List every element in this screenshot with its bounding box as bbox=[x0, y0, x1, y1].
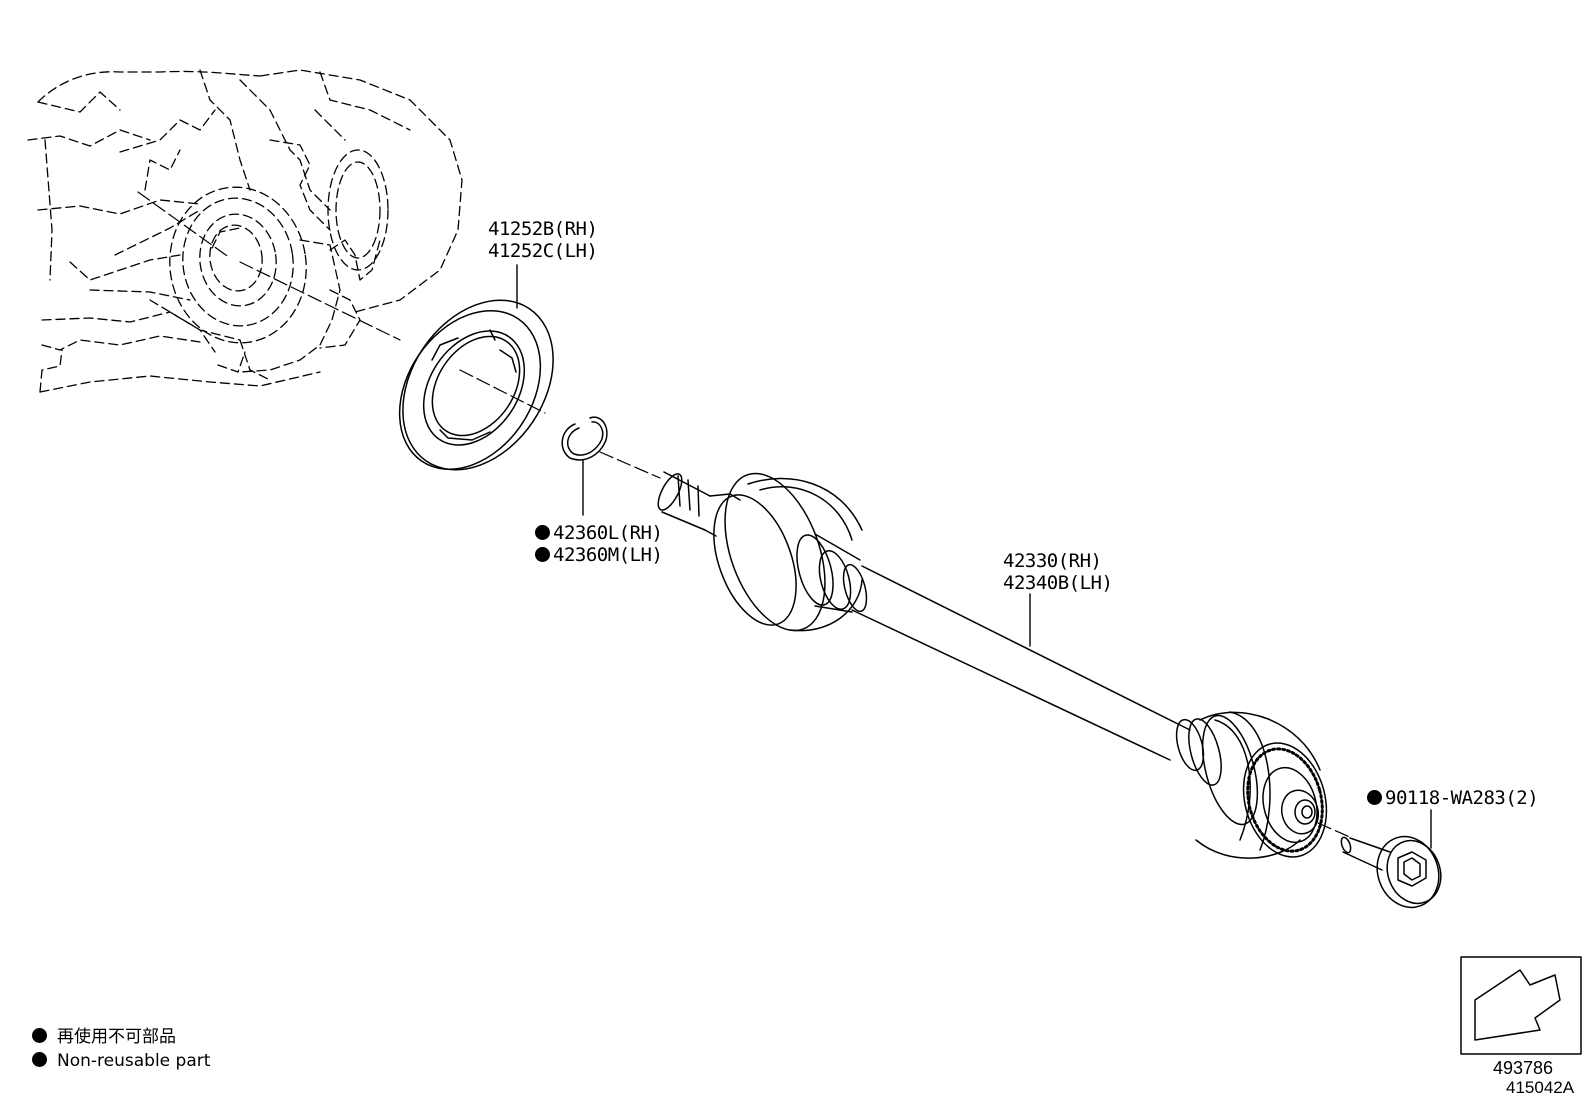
figure-code: 415042A bbox=[1506, 1078, 1575, 1097]
snap-ring-lh-number: 42360M(LH) bbox=[553, 544, 663, 566]
orientation-box bbox=[1460, 956, 1582, 1055]
non-reusable-bullet-icon bbox=[535, 547, 550, 562]
legend: 再使用不可部品 Non-reusable part bbox=[32, 1025, 210, 1073]
oil-seal-rh-number: 41252B(RH) bbox=[488, 218, 598, 240]
legend-japanese: 再使用不可部品 bbox=[57, 1027, 176, 1047]
snap-ring-rh-number: 42360L(RH) bbox=[553, 522, 663, 544]
non-reusable-bullet-icon bbox=[32, 1052, 47, 1067]
part-label-oil-seal[interactable]: 41252B(RH) 41252C(LH) bbox=[488, 218, 598, 262]
differential-housing-outline bbox=[27, 69, 463, 393]
part-label-bolt[interactable]: 90118-WA283(2) bbox=[1367, 787, 1539, 809]
orientation-box-code: 493786 bbox=[1493, 1058, 1554, 1078]
part-label-snap-ring[interactable]: 42360L(RH) 42360M(LH) bbox=[535, 522, 663, 566]
snap-ring-drawing bbox=[561, 416, 608, 461]
leader-lines bbox=[516, 264, 1432, 849]
assembly-center-line bbox=[137, 191, 1353, 839]
legend-english: Non-reusable part bbox=[57, 1051, 211, 1071]
non-reusable-bullet-icon bbox=[535, 525, 550, 540]
oil-seal-drawing bbox=[398, 299, 554, 471]
arrow-left-down-icon bbox=[1474, 969, 1561, 1041]
oil-seal-lh-number: 41252C(LH) bbox=[488, 240, 598, 262]
bolt-number: 90118-WA283(2) bbox=[1385, 787, 1539, 809]
drive-shaft-rh-number: 42330(RH) bbox=[1003, 550, 1102, 572]
drive-shaft-lh-number: 42340B(LH) bbox=[1003, 572, 1113, 594]
part-label-drive-shaft[interactable]: 42330(RH) 42340B(LH) bbox=[1003, 550, 1113, 594]
drive-shaft-drawing bbox=[657, 471, 1328, 859]
hex-bolt-drawing bbox=[1340, 835, 1442, 909]
non-reusable-bullet-icon bbox=[32, 1028, 47, 1043]
non-reusable-bullet-icon bbox=[1367, 790, 1382, 805]
